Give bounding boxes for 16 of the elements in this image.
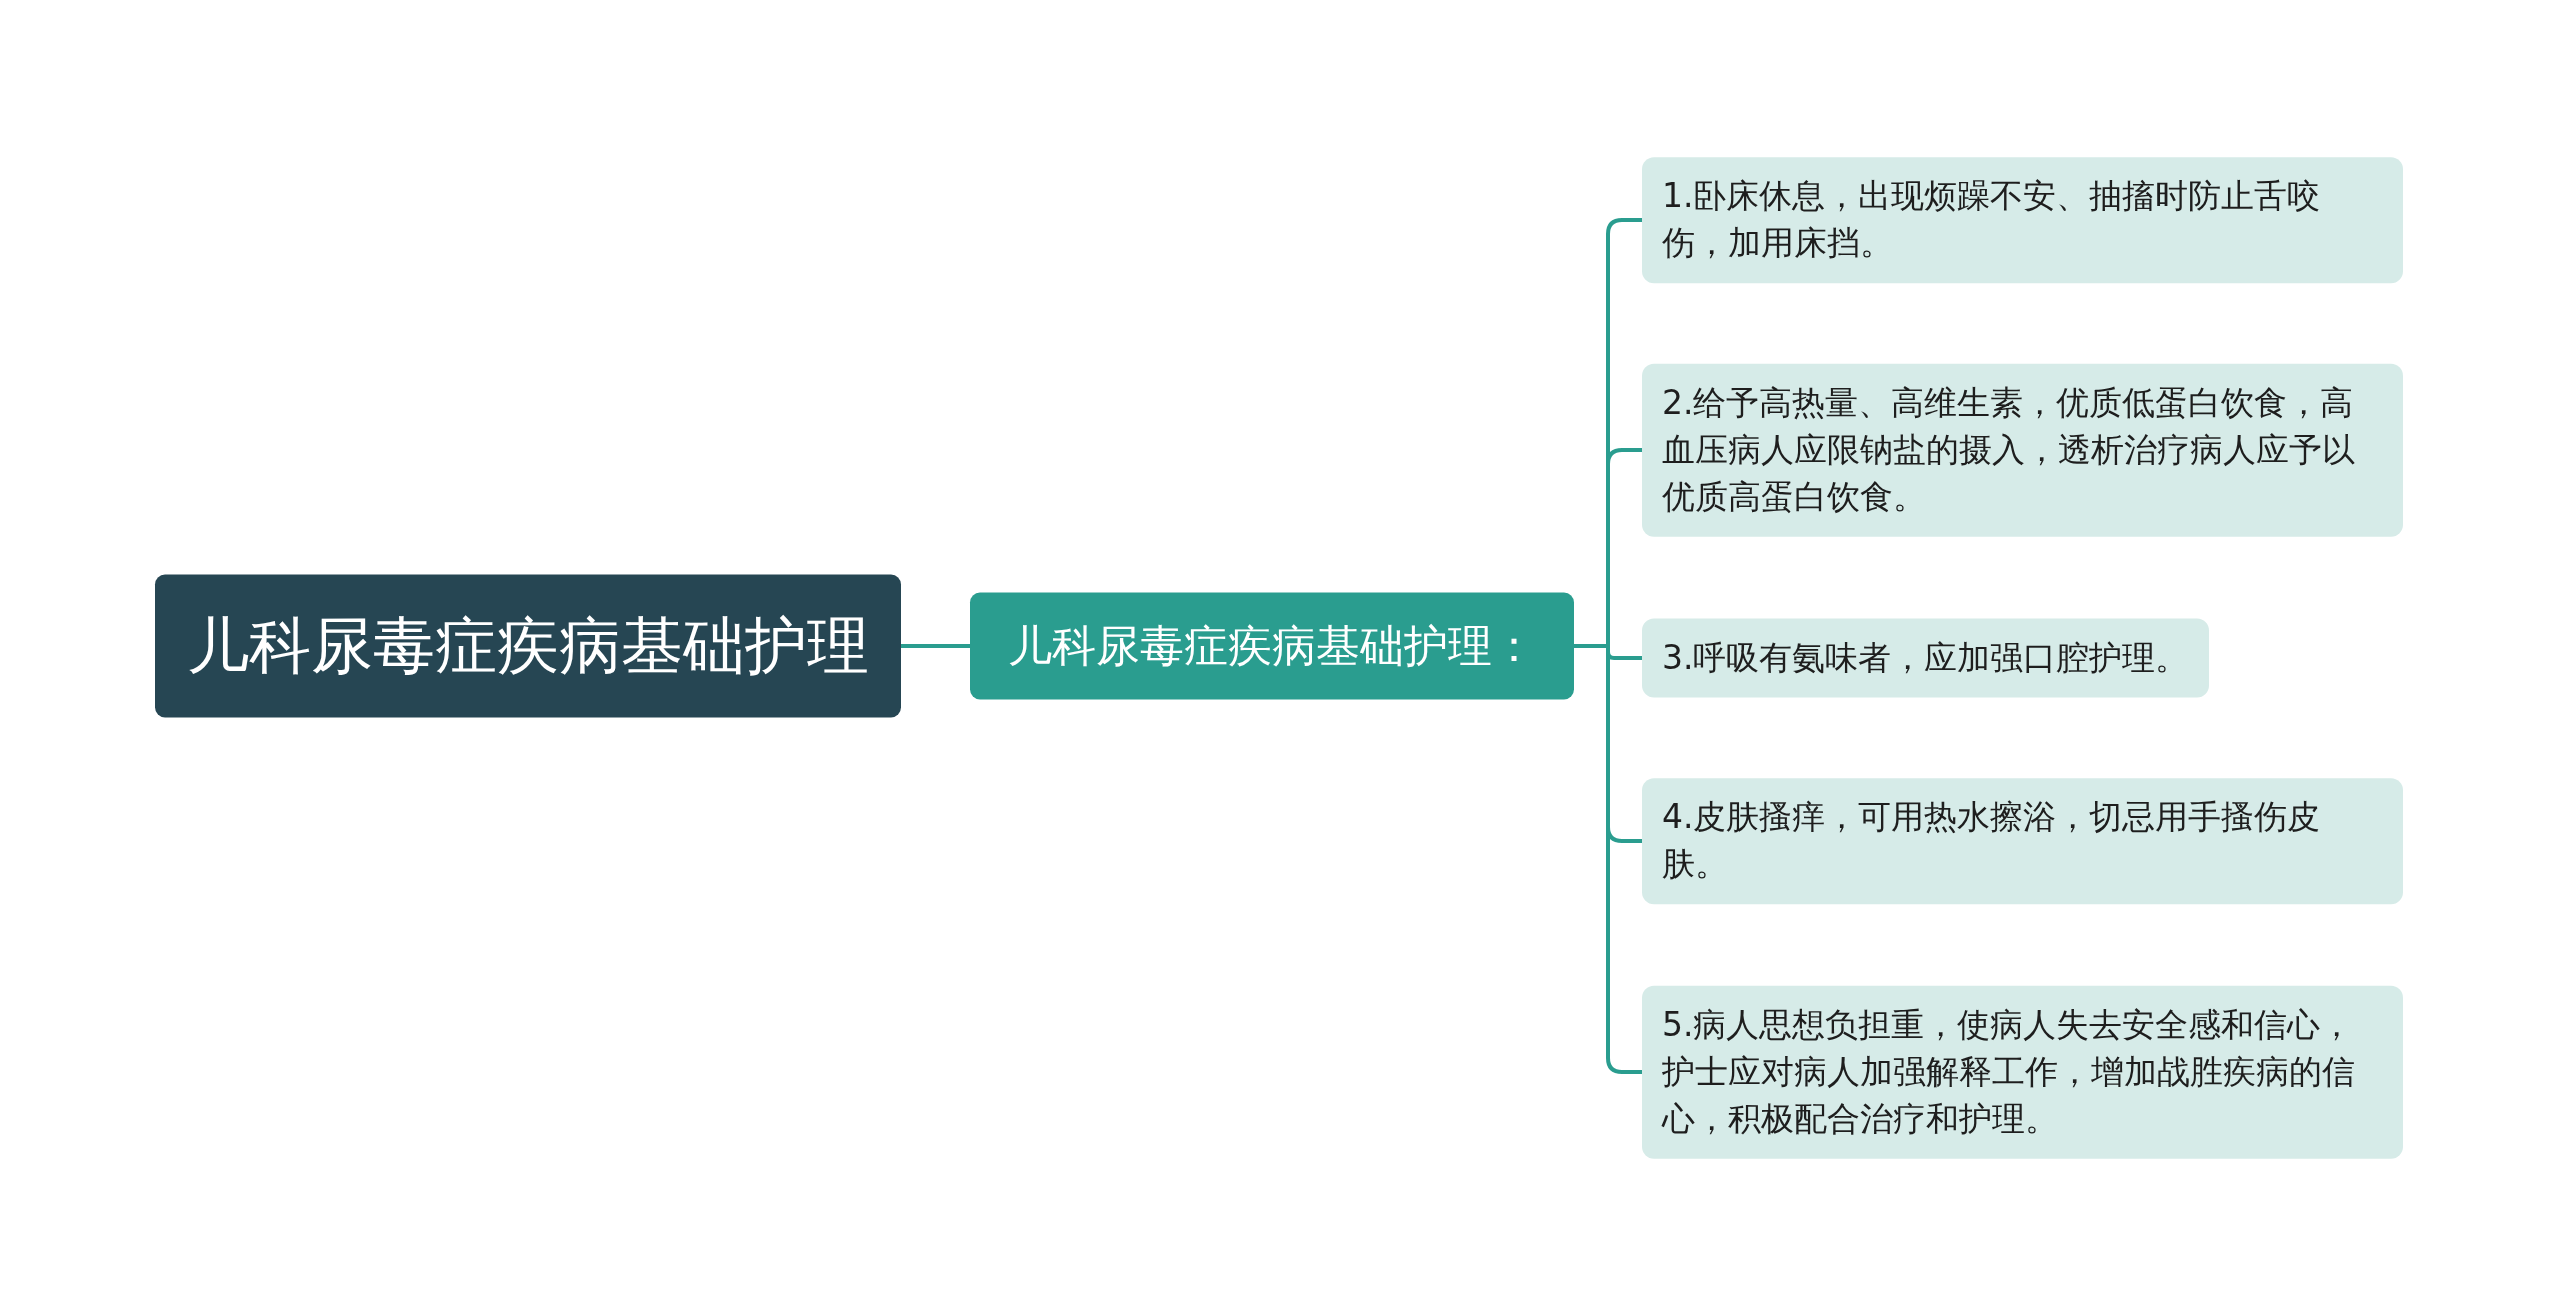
note-box bbox=[1642, 363, 2403, 537]
note-text: 3.呼吸有氨味者，应加强口腔护理。 bbox=[1662, 636, 2189, 679]
note-text: 5.病人思想负担重，使病人失去安全感和信心，护士应对病人加强解释工作，增加战胜疾病的信心，积极配合治疗和护理。 bbox=[1662, 1003, 2356, 1140]
note-box bbox=[1642, 778, 2403, 904]
connector-line bbox=[901, 644, 970, 648]
note-box bbox=[1642, 985, 2403, 1159]
note-text: 1.卧床休息，出现烦躁不安、抽搐时防止舌咬伤，加用床挡。 bbox=[1662, 175, 2322, 264]
subtopic-title: 儿科尿毒症疾病基础护理： bbox=[1008, 619, 1536, 673]
topic-title: 儿科尿毒症疾病基础护理 bbox=[187, 608, 869, 684]
note-text: 2.给予高热量、高维生素，优质低蛋白饮食，高血压病人应限钠盐的摄入，透析治疗病人应予以优质高蛋白饮食。 bbox=[1662, 381, 2356, 518]
note-box bbox=[1642, 157, 2403, 283]
subtopic-box bbox=[970, 592, 1574, 700]
connector-line bbox=[1574, 644, 1642, 1074]
note-box bbox=[1642, 618, 2209, 698]
note-text: 4.皮肤搔痒，可用热水擦浴，切忌用手搔伤皮肤。 bbox=[1662, 796, 2322, 885]
root-topic-box bbox=[155, 574, 901, 718]
